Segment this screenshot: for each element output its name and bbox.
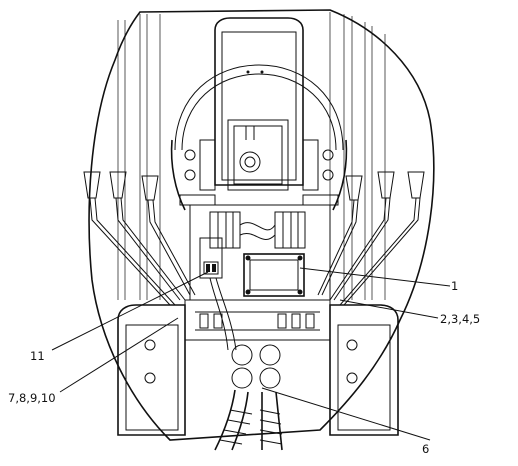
leader-7 bbox=[59, 317, 179, 393]
callout-6: 6 bbox=[422, 442, 429, 456]
callout-11: 11 bbox=[30, 349, 45, 363]
arm-brackets bbox=[179, 139, 339, 206]
leader-11 bbox=[51, 271, 209, 351]
leader-6 bbox=[261, 387, 431, 441]
callout-labels: 1 2,3,4,5 11 7,8,9,10 6 bbox=[8, 279, 480, 456]
cable-bundle bbox=[214, 344, 283, 451]
leader-2 bbox=[339, 299, 439, 319]
upper-arm bbox=[214, 17, 304, 191]
plug-assembly bbox=[199, 237, 237, 351]
clamp-plate bbox=[184, 299, 331, 341]
callout-1: 1 bbox=[451, 279, 458, 293]
callout-7-8-9-10: 7,8,9,10 bbox=[8, 391, 56, 405]
left-handles bbox=[83, 171, 196, 306]
outer-boundary bbox=[88, 9, 435, 441]
right-handles bbox=[317, 171, 425, 306]
base-plates bbox=[117, 304, 399, 436]
circular-base bbox=[170, 64, 348, 211]
leader-lines bbox=[51, 267, 451, 441]
vertical-rails bbox=[117, 12, 386, 300]
callout-2-3-4-5: 2,3,4,5 bbox=[440, 312, 480, 326]
connector-area bbox=[189, 204, 331, 301]
control-box bbox=[243, 253, 305, 297]
leader-1 bbox=[299, 267, 451, 287]
